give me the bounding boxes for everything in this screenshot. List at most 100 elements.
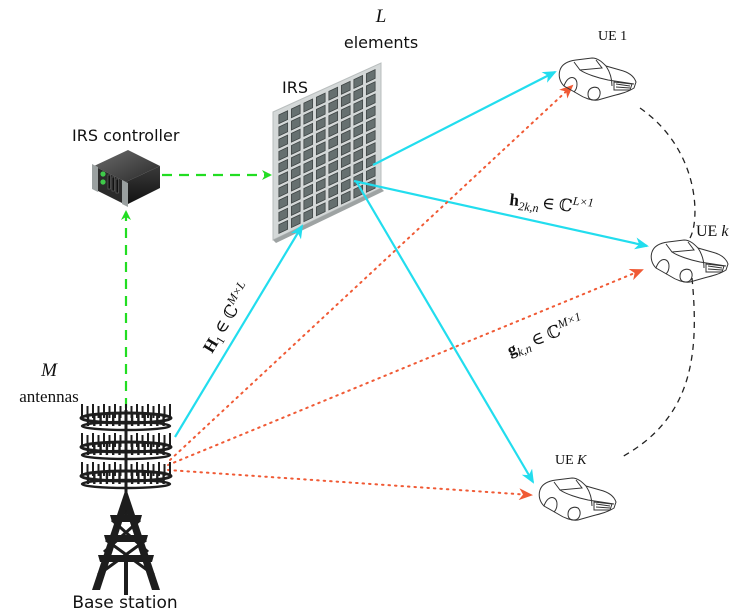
bs-to-irs-link: [174, 224, 304, 438]
bs-irs-channel-label: H1∈ ℂM×L: [197, 278, 258, 357]
irs-ue-channel-dimension: L×1: [571, 194, 594, 210]
irs-element: [365, 142, 376, 157]
irs-element-count-symbol: L: [375, 6, 387, 27]
irs-element: [278, 134, 289, 149]
irs-element: [353, 160, 364, 175]
bs-to-ue-1-direct-link: [169, 84, 574, 461]
irs-element: [290, 128, 301, 143]
irs-element: [303, 98, 314, 113]
ue-k-car-icon: [650, 239, 729, 283]
irs-element: [353, 111, 364, 126]
irs-element: [328, 147, 339, 162]
base-station-tower-icon: [79, 404, 173, 595]
irs-element: [290, 177, 301, 192]
irs-element: [328, 110, 339, 126]
irs-element: [340, 117, 351, 132]
irs-element: [340, 153, 351, 169]
irs-to-ue-1-link: [372, 71, 557, 166]
irs-element: [290, 189, 301, 204]
irs-controller-label: IRS controller: [72, 126, 180, 145]
irs-element: [353, 87, 364, 102]
antenna-ring-icon: [79, 462, 173, 490]
antenna-ring-icon: [79, 404, 173, 432]
irs-element: [315, 116, 326, 132]
irs-element: [303, 183, 314, 198]
irs-element: [353, 74, 364, 89]
irs-element: [340, 92, 351, 108]
irs-element: [365, 129, 376, 145]
irs-element: [278, 110, 289, 125]
ue-K-label: UE K: [555, 453, 587, 468]
irs-element: [365, 81, 376, 96]
irs-element: [290, 201, 301, 216]
irs-element-grid: [278, 68, 376, 235]
ue-K-prefix: UE: [555, 453, 574, 468]
irs-panel: [272, 62, 384, 243]
irs-element: [365, 105, 376, 120]
irs-element: [340, 105, 351, 120]
irs-element: [328, 86, 339, 101]
irs-element: [278, 219, 289, 235]
irs-element: [303, 134, 314, 150]
irs-element: [290, 116, 301, 131]
irs-element: [340, 190, 351, 205]
irs-element: [315, 202, 326, 217]
bs-antenna-count-label: antennas: [19, 387, 78, 406]
irs-element: [303, 208, 314, 223]
bs-ue-channel-subscript: k,n: [515, 341, 534, 359]
irs-element: [315, 141, 326, 156]
bs-to-ue-k-direct-link: [167, 269, 644, 466]
irs-label: IRS: [282, 78, 308, 97]
irs-element: [290, 153, 301, 168]
irs-element: [328, 98, 339, 113]
irs-element: [315, 165, 326, 180]
irs-element: [365, 166, 376, 181]
irs-element: [278, 171, 289, 186]
bs-ue-channel-dimension: M×1: [554, 309, 583, 331]
irs-element: [365, 93, 376, 108]
irs-element: [340, 178, 351, 193]
ue-K-index: K: [576, 453, 587, 468]
irs-element: [303, 110, 314, 125]
irs-element: [328, 135, 339, 150]
bs-antenna-count-symbol: M: [40, 360, 58, 381]
irs-ue-channel-label: h2k,n∈ ℂL×1: [508, 187, 594, 221]
ue-k-index: k: [721, 223, 729, 240]
irs-element: [303, 171, 314, 186]
irs-element: [290, 140, 301, 155]
irs-ue-channel-subscript: 2k,n: [518, 199, 540, 215]
irs-ue-channel-symbol: h: [509, 190, 521, 210]
ue-k-label: UE k: [696, 223, 729, 240]
irs-element: [315, 190, 326, 205]
irs-element: [328, 123, 339, 138]
irs-element: [290, 165, 301, 180]
irs-ue-channel-relation: ∈ ℂ: [541, 194, 573, 216]
irs-element: [278, 183, 289, 198]
irs-element: [340, 141, 351, 156]
irs-element: [303, 159, 314, 174]
irs-element: [303, 122, 314, 137]
irs-element: [328, 159, 339, 174]
irs-element: [328, 184, 339, 199]
ue-group-arc: [619, 107, 696, 459]
ue-K-car-icon: [538, 477, 617, 521]
irs-controller-server-icon: [92, 150, 160, 207]
ue-1-prefix: UE: [598, 29, 617, 44]
irs-element: [315, 153, 326, 168]
irs-element: [315, 92, 326, 107]
irs-element: [278, 146, 289, 161]
irs-element: [290, 104, 301, 119]
irs-element: [353, 148, 364, 163]
irs-element: [340, 80, 351, 95]
irs-element: [303, 195, 314, 211]
ue-1-car-icon: [558, 57, 637, 101]
antenna-ring-icon: [79, 433, 173, 461]
irs-element: [340, 166, 351, 181]
ue-1-index: 1: [620, 29, 627, 44]
irs-element: [340, 129, 351, 144]
irs-element-count-label: elements: [344, 33, 418, 52]
irs-element: [365, 117, 376, 132]
bs-ue-channel-label: gk,n∈ ℂM×1: [503, 309, 587, 362]
